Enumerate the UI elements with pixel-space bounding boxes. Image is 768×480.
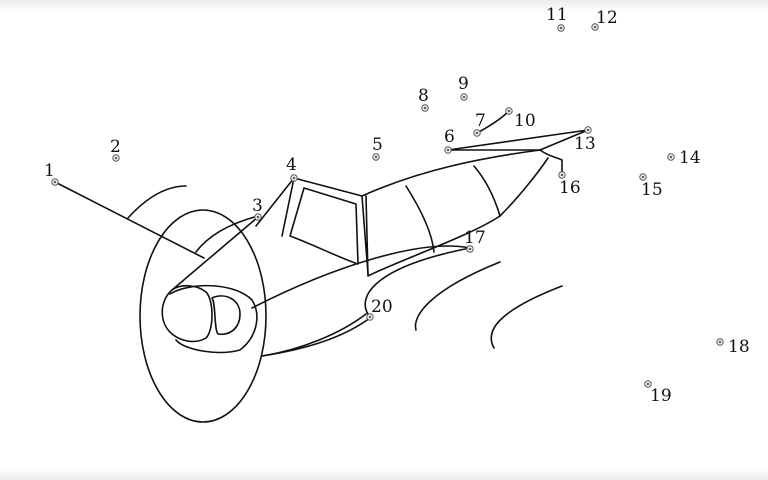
wing-sweep-middle [414,261,501,331]
dot-center [641,175,645,179]
dot-center [374,155,378,159]
dot-number-label: 9 [458,74,469,94]
engine-cowl-top [195,215,259,253]
dot-number-label: 1 [44,161,55,181]
dot-14[interactable]: 14 [667,148,701,168]
dot-center [560,173,564,177]
dot-center [423,106,427,110]
dot-16[interactable]: 16 [558,171,581,198]
dot-number-label: 7 [475,111,486,131]
dot-center [462,95,466,99]
dot-5[interactable]: 5 [372,135,383,161]
dot-9[interactable]: 9 [458,74,469,101]
dot-number-label: 3 [252,196,263,216]
dot-10[interactable]: 10 [505,107,536,131]
propeller-blade-top [127,185,187,219]
cabin-roof [361,149,541,197]
dot-11[interactable]: 11 [546,5,568,32]
dot-2[interactable]: 2 [110,137,121,162]
windshield-glass [289,187,359,265]
edge-nose-to-20 [261,313,367,357]
dot-center [53,180,57,184]
cabin-door-line [405,185,435,253]
dot-number-label: 8 [418,86,429,106]
dot-17[interactable]: 17 [464,228,486,253]
dot-number-label: 10 [514,111,536,131]
dot-number-label: 6 [444,127,455,147]
dot-number-label: 18 [728,337,750,357]
edge-1-to-nose [54,181,205,259]
dot-number-label: 14 [679,148,701,168]
wing-root-curve [364,247,471,318]
air-intake [211,295,241,336]
dot-13[interactable]: 13 [574,126,596,154]
dot-center [475,131,479,135]
dot-8[interactable]: 8 [418,86,429,112]
rear-window-line [473,165,501,217]
dot-center [468,247,472,251]
dot-center [292,176,296,180]
dot-1[interactable]: 1 [44,161,59,186]
dot-4[interactable]: 4 [286,155,298,182]
dot-6[interactable]: 6 [444,127,455,154]
dot-center [646,382,650,386]
dot-number-label: 5 [372,135,383,155]
dot-number-label: 17 [464,228,486,248]
wing-sweep-rear [490,285,563,349]
windshield-frame [281,177,369,275]
dot-number-label: 4 [286,155,297,175]
dot-center [446,148,450,152]
dot-center [718,340,722,344]
dot-center [114,156,118,160]
dot-number-label: 19 [650,386,672,406]
dot-center [593,25,597,29]
dot-7[interactable]: 7 [473,111,486,137]
dot-center [669,155,673,159]
fuselage-upper-side [251,245,471,309]
dot-number-label: 16 [559,178,581,198]
dot-center [559,26,563,30]
dot-3[interactable]: 3 [252,196,263,221]
dot-20[interactable]: 20 [366,297,393,321]
dot-number-label: 13 [574,134,596,154]
dot-15[interactable]: 15 [639,173,663,200]
dot-number-label: 15 [641,180,663,200]
nose-cowling [169,284,258,354]
edge-3-to-nose [171,216,259,291]
dot-center [507,109,511,113]
dot-center [586,128,590,132]
tail-underside [539,149,563,176]
dot-number-label: 12 [596,8,618,28]
dot-number-label: 20 [371,297,393,317]
cabin-side [365,157,549,277]
dot-12[interactable]: 12 [591,8,618,31]
tail-fin [447,129,589,151]
nose-spinner [161,284,213,343]
windshield-left-edge [255,177,295,227]
dot-19[interactable]: 19 [644,380,672,406]
dot-number-label: 2 [110,137,121,157]
propeller-disc [139,209,267,423]
dot-number-label: 11 [546,5,568,25]
dot-center [256,215,260,219]
dot-center [368,315,372,319]
dot-18[interactable]: 18 [716,337,750,357]
